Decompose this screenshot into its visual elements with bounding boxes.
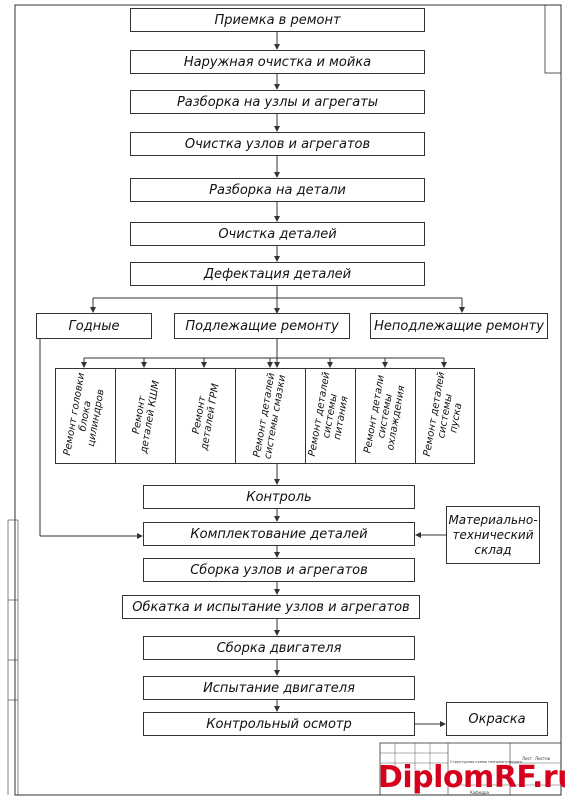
branch-scrap: Неподлежащие ремонту [370,313,548,339]
step-defect-detection: Дефектация деталей [130,262,425,286]
step-assembly-units: Сборка узлов и агрегатов [143,558,415,582]
repair-divider [355,368,356,464]
title-block-dept: Кафедра [470,790,489,795]
repair-divider [305,368,306,464]
repair-divider [235,368,236,464]
step-engine-assembly: Сборка двигателя [143,636,415,660]
branch-repair: Подлежащие ремонту [174,313,350,339]
sheet-frame [14,4,562,796]
step-inspection: Контрольный осмотр [143,712,415,736]
step-reception: Приемка в ремонт [130,8,425,32]
step-external-cleaning: Наружная очистка и мойка [130,50,425,74]
repair-divider [115,368,116,464]
step-disassembly-units: Разборка на узлы и агрегаты [130,90,425,114]
step-cleaning-units: Очистка узлов и агрегатов [130,132,425,156]
repair-divider [415,368,416,464]
title-block-sheet: Лист [522,756,533,761]
step-control: Контроль [143,485,415,509]
title-block-frame [379,742,562,796]
paint-box: Окраска [446,702,548,736]
step-run-in-testing: Обкатка и испытание узлов и агрегатов [122,595,420,619]
title-block-name: Структурная схема технологического [450,760,523,764]
watermark-logo: DiplomRF.ru [378,760,565,795]
step-kitting: Комплектование деталей [143,522,415,546]
corner-stamp [544,4,562,74]
step-engine-testing: Испытание двигателя [143,676,415,700]
branch-good: Годные [36,313,152,339]
step-cleaning-parts: Очистка деталей [130,222,425,246]
warehouse-box: Материально- технический склад [446,506,540,564]
title-block-sheets: Листов [535,756,550,761]
step-disassembly-parts: Разборка на детали [130,178,425,202]
repair-group [55,368,475,464]
repair-divider [175,368,176,464]
